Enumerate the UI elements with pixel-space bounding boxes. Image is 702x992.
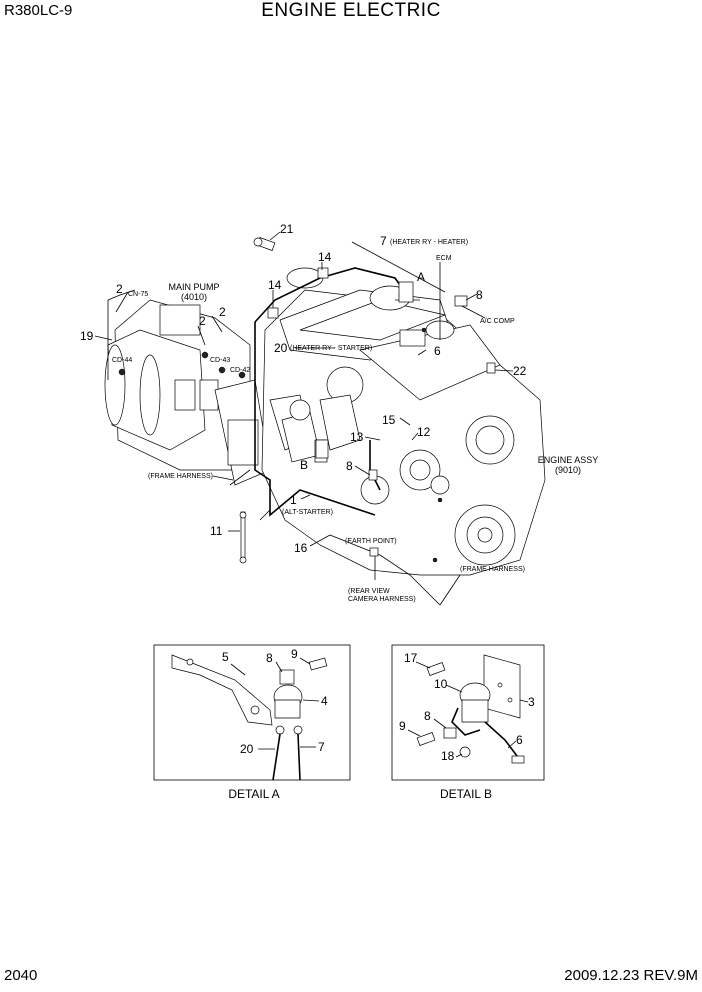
detail-a-callout-4: 4 [321, 694, 328, 708]
callout-11: 11 [210, 524, 223, 538]
detail-a-caption: DETAIL A [228, 787, 279, 801]
engine-assy-title: ENGINE ASSY [538, 455, 599, 465]
callout-7: 7 [380, 234, 387, 248]
revision-date: 2009.12.23 REV.9M [564, 967, 698, 984]
detail-b-callout-18: 18 [441, 749, 455, 763]
detail-b-callout-8: 8 [424, 709, 431, 723]
detail-b-callout-17: 17 [404, 651, 418, 665]
callout-19: 19 [80, 329, 94, 343]
callout-6: 6 [434, 344, 441, 358]
detail-b-caption: DETAIL B [440, 787, 492, 801]
detail-a-callout-9: 9 [291, 647, 298, 661]
callout-12: 12 [417, 425, 431, 439]
callout-14a: 14 [318, 250, 332, 264]
callout-14b: 14 [268, 278, 282, 292]
callout-21: 21 [280, 222, 294, 236]
detail-a-callout-5: 5 [222, 650, 229, 664]
page-number: 2040 [4, 967, 38, 984]
detail-b-callout-9: 9 [399, 719, 406, 733]
callout-2c: 2 [199, 314, 206, 328]
label-ecm: ECM [436, 255, 452, 262]
label-heater-ry-heater: (HEATER RY - HEATER) [390, 239, 468, 246]
label-cd44: CD-44 [112, 357, 132, 364]
main-pump-title: MAIN PUMP [168, 282, 219, 292]
label-cd43: CD-43 [210, 357, 230, 364]
callout-22: 22 [513, 364, 527, 378]
callout-20: 20 [274, 341, 288, 355]
callout-2a: 2 [116, 282, 123, 296]
label-earth-point: (EARTH POINT) [345, 538, 397, 545]
label-alt-starter: (ALT-STARTER) [282, 509, 333, 516]
main-pump-code: (4010) [181, 292, 207, 302]
leader-lines [94, 231, 514, 547]
label-ac-comp: A/C COMP [480, 318, 515, 325]
label-rear-view-2: CAMERA HARNESS) [348, 596, 416, 603]
detail-b: 17 10 3 9 8 6 18 [391, 644, 545, 781]
callout-1: 1 [290, 493, 297, 507]
label-heater-ry-starter: (HEATER RY - STARTER) [290, 345, 372, 352]
callout-15: 15 [382, 413, 396, 427]
label-cd42: CD-42 [230, 367, 250, 374]
callout-2b: 2 [219, 305, 226, 319]
callout-A: A [417, 270, 425, 284]
callout-numbers: 2 19 2 2 21 14 14 7 A 8 20 6 22 15 12 13… [80, 222, 527, 555]
engine-assembly [261, 267, 546, 576]
label-cn75: CN-75 [128, 291, 148, 298]
callout-8b: 8 [346, 459, 353, 473]
diagram-labels: MAIN PUMP (4010) ENGINE ASSY (9010) (HEA… [112, 239, 598, 603]
detail-b-callout-10: 10 [434, 677, 448, 691]
callout-13: 13 [350, 430, 364, 444]
label-rear-view-1: (REAR VIEW [348, 588, 390, 595]
detail-a-callout-8: 8 [266, 651, 273, 665]
label-frame-harness-left: (FRAME HARNESS) [148, 473, 213, 480]
hardware-items [239, 237, 496, 564]
main-pump [104, 299, 271, 486]
label-frame-harness-right: (FRAME HARNESS) [460, 566, 525, 573]
model-number: R380LC-9 [4, 2, 73, 19]
detail-a: 5 8 9 4 20 7 [153, 644, 351, 781]
callout-8a: 8 [476, 288, 483, 302]
page-title: ENGINE ELECTRIC [261, 0, 441, 21]
callout-B: B [300, 458, 308, 472]
detail-b-callout-3: 3 [528, 695, 535, 709]
detail-a-callout-20: 20 [240, 742, 254, 756]
engine-assy-code: (9010) [555, 465, 581, 475]
callout-16: 16 [294, 541, 308, 555]
detail-a-callout-7: 7 [318, 740, 325, 754]
detail-b-callout-6: 6 [516, 733, 523, 747]
